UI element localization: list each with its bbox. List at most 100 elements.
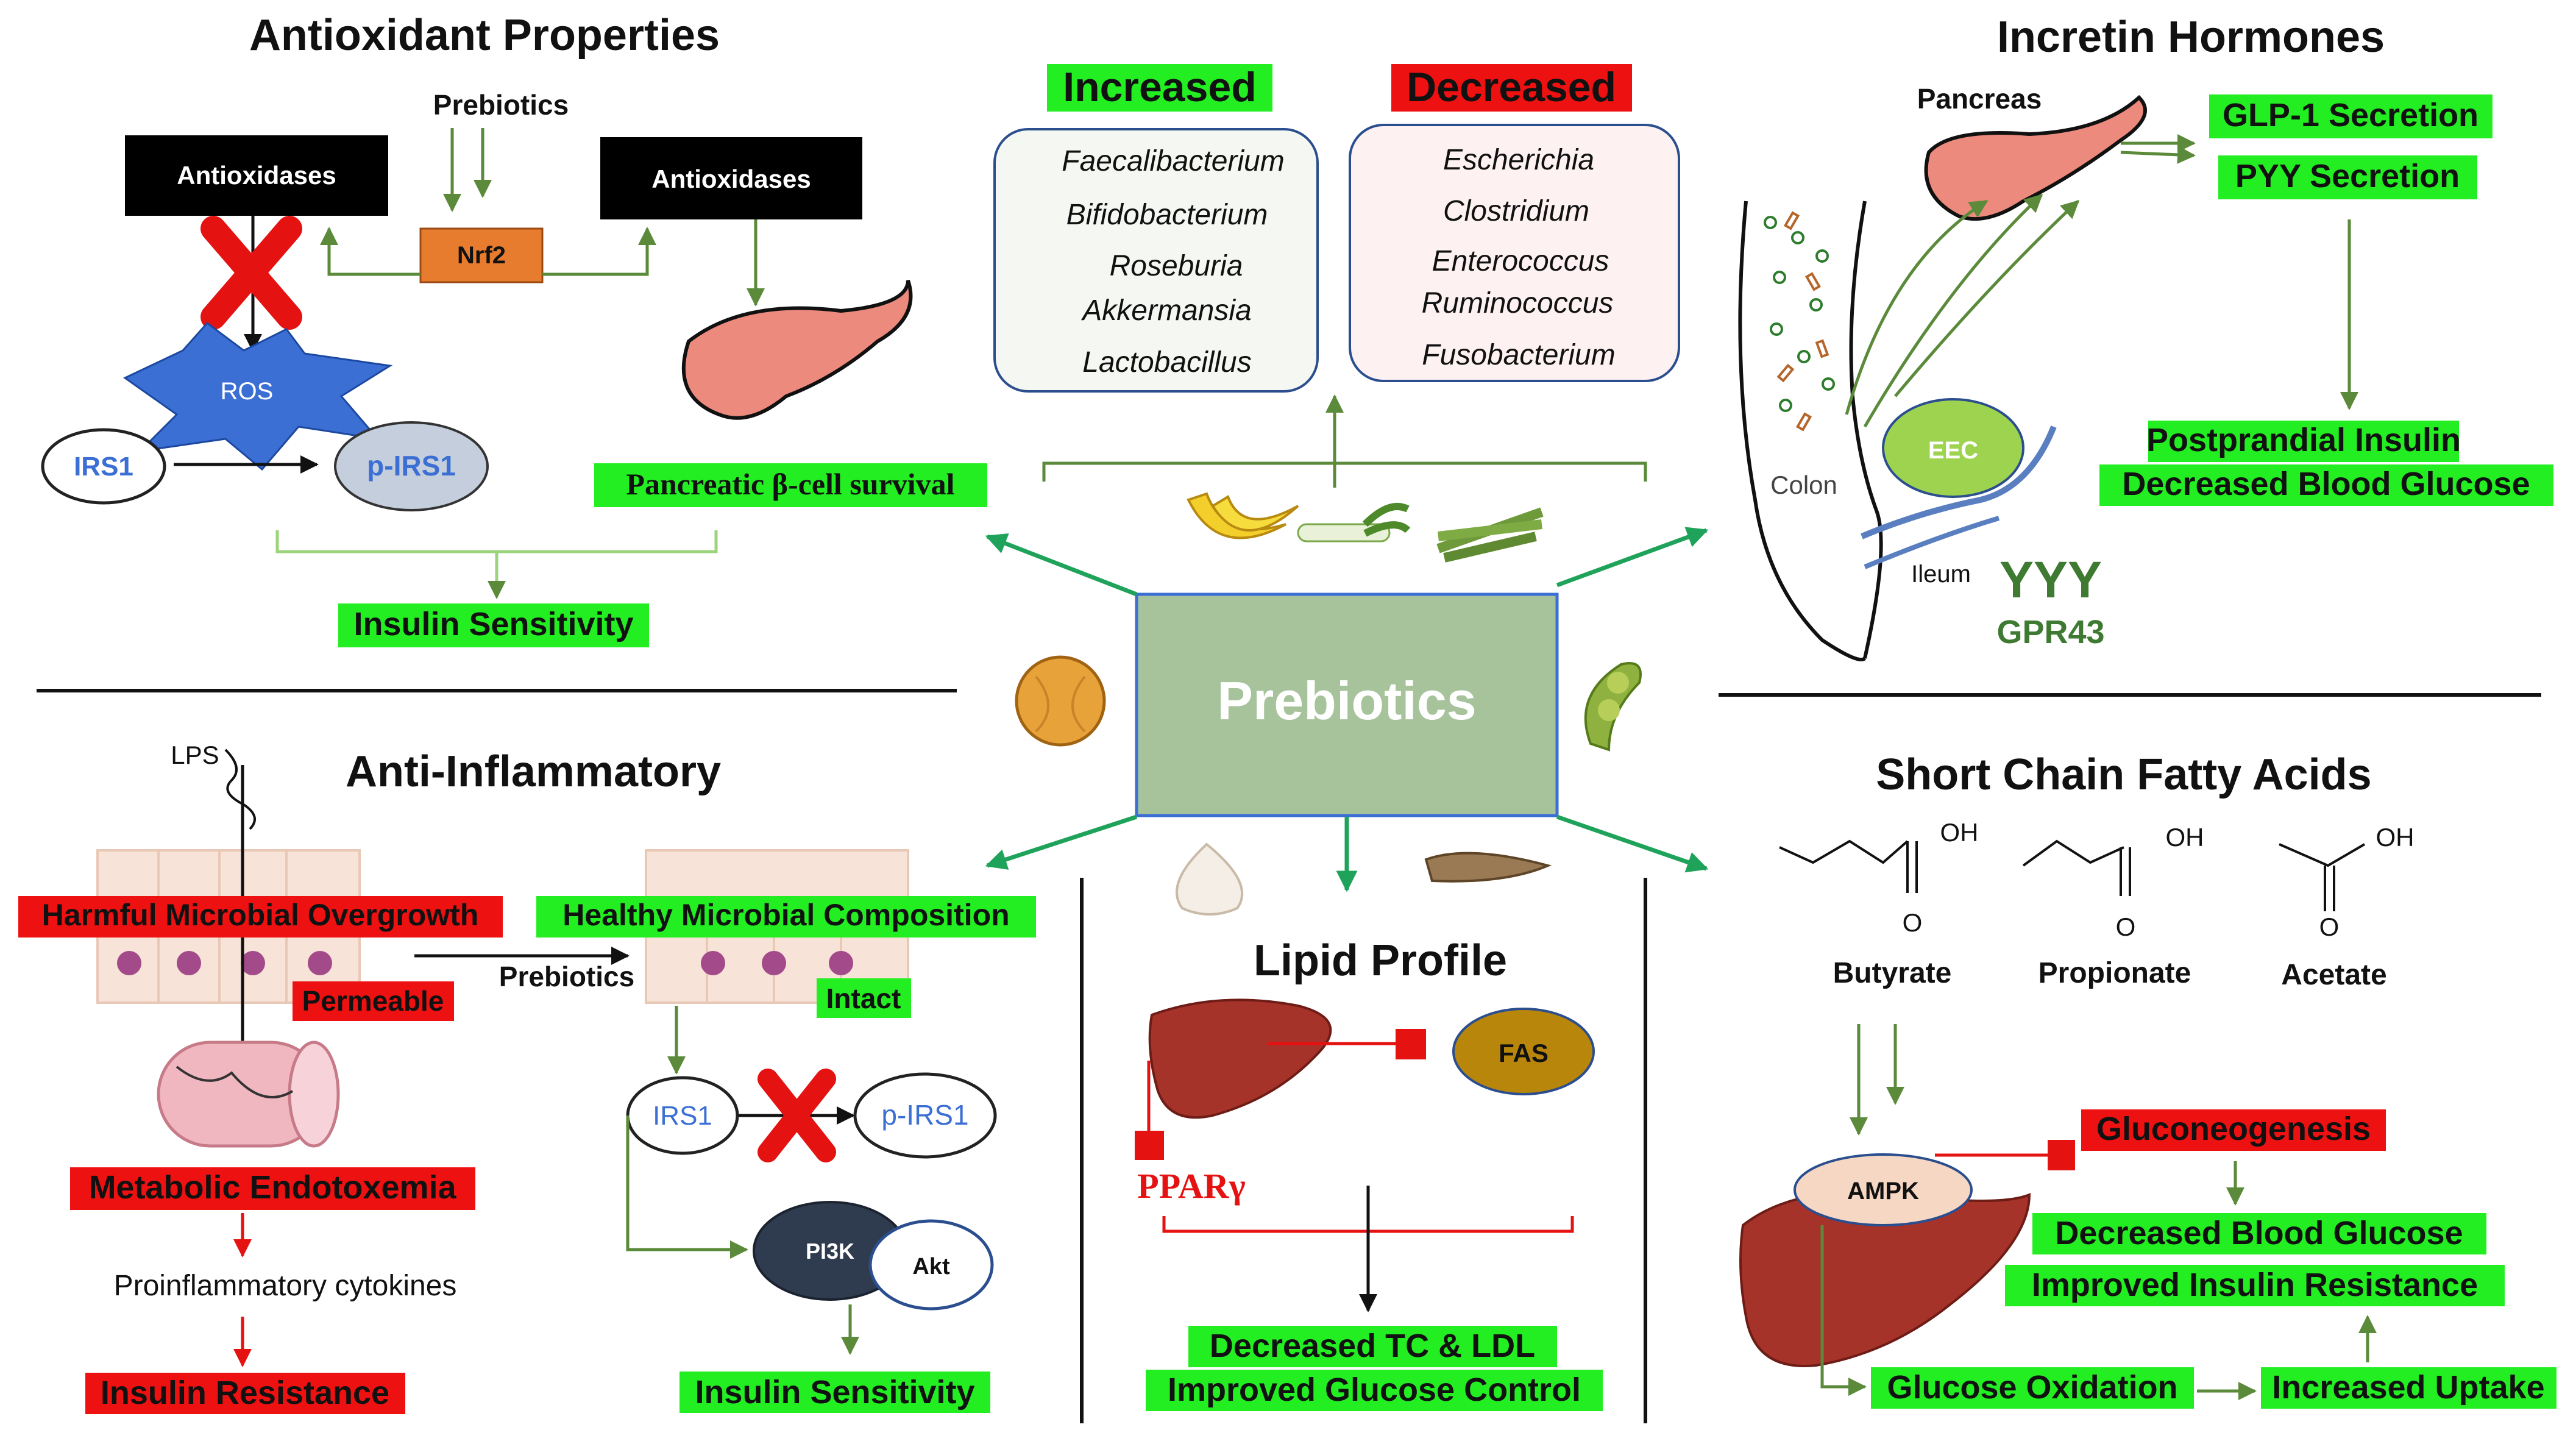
prebiotics-transition-label: Prebiotics xyxy=(499,961,634,992)
irs1-ellipse xyxy=(41,428,166,505)
insulin-sensitivity-top-box xyxy=(338,603,649,647)
pancreas-icon xyxy=(681,280,913,420)
insulin-sensitivity-bottom: Insulin Sensitivity xyxy=(695,1374,974,1411)
pi3k-label: PI3K xyxy=(806,1239,854,1264)
irs1-label: IRS1 xyxy=(74,452,133,482)
arrow-to-scfa xyxy=(1556,814,1709,873)
hub-box xyxy=(1135,592,1559,817)
x-mark-icon xyxy=(200,216,302,330)
acetate-label: Acetate xyxy=(2281,959,2386,991)
increased-item-2: Bifidobacterium xyxy=(1066,199,1268,231)
decreased-box xyxy=(1349,124,1680,382)
insulin-sensitivity-top: Insulin Sensitivity xyxy=(353,606,633,642)
incretin-title: Incretin Hormones xyxy=(1997,13,2385,62)
propionate-o: O xyxy=(2116,913,2136,941)
decreased-item-5: Fusobacterium xyxy=(1422,339,1615,371)
decreased-title-box xyxy=(1391,64,1632,112)
butyrate-structure xyxy=(1779,839,1918,893)
glucose-control-label: Improved Glucose Control xyxy=(1168,1372,1581,1408)
decreased-glucose-incretin-label: Decreased Blood Glucose xyxy=(2122,466,2530,502)
increased-title-box xyxy=(1047,64,1272,112)
lps-label: LPS xyxy=(171,741,219,769)
leek-icon xyxy=(1297,502,1411,543)
food-icons xyxy=(1015,492,1642,916)
liver-lipid-icon xyxy=(1148,998,1332,1119)
decreased-item-3: Enterococcus xyxy=(1432,245,1609,277)
increased-box xyxy=(993,128,1319,393)
butyrate-oh: OH xyxy=(1940,818,1979,847)
fas-ellipse xyxy=(1452,1008,1595,1095)
arrow-to-incretin xyxy=(1556,527,1709,588)
chicory-root-icon xyxy=(1424,852,1552,883)
pancreas-label: Pancreas xyxy=(1917,83,2042,115)
antioxidant-prebiotics: Prebiotics xyxy=(433,89,569,121)
blood-vessel-icon xyxy=(157,1041,340,1148)
ampk-label: AMPK xyxy=(1847,1178,1919,1204)
x-mark-inflam-icon xyxy=(758,1069,836,1162)
pyy-label: PYY Secretion xyxy=(2235,158,2460,194)
scfa-section: Short Chain Fatty Acids OH O OH O OH O B… xyxy=(1739,750,2556,1409)
glucose-oxidation-box xyxy=(1871,1367,2194,1409)
nrf2-box xyxy=(419,227,544,283)
insulin-sensitivity-bottom-box xyxy=(679,1372,990,1413)
asparagus-icon xyxy=(1436,507,1544,563)
intact-box xyxy=(817,978,911,1018)
lipid-section: Lipid Profile FAS PPARγ Decreased TC & L… xyxy=(1135,936,1603,1411)
harmful-label: Harmful Microbial Overgrowth xyxy=(42,898,479,932)
cytokines-label: Proinflammatory cytokines xyxy=(114,1270,457,1302)
antiinflammatory-section: Anti-Inflammatory LPS Harmful Microbial … xyxy=(18,741,1036,1414)
glucose-oxidation-label: Glucose Oxidation xyxy=(1887,1369,2177,1406)
glp1-box xyxy=(2209,94,2493,138)
microbiota-section: Increased Decreased Faecalibacterium Bif… xyxy=(993,64,1680,488)
eec-ellipse xyxy=(1882,398,2024,498)
permeable-box xyxy=(293,981,454,1021)
healthy-box xyxy=(536,896,1036,938)
pirs1-inflam-label: p-IRS1 xyxy=(881,1099,968,1131)
eec-label: EEC xyxy=(1928,437,1978,464)
butyrate-label: Butyrate xyxy=(1833,957,1952,989)
insulin-resistance-label: Insulin Resistance xyxy=(101,1375,389,1411)
ileum-label: Ileum xyxy=(1911,561,1971,588)
decreased-item-4: Ruminococcus xyxy=(1422,287,1614,319)
pirs1-inflam-ellipse xyxy=(853,1072,997,1159)
increased-uptake-label: Increased Uptake xyxy=(2272,1369,2544,1406)
increased-uptake-box xyxy=(2261,1367,2556,1409)
improved-resistance-label: Improved Insulin Resistance xyxy=(2032,1267,2478,1303)
acetate-o: O xyxy=(2319,913,2340,941)
antioxidant-section: Antioxidant Properties Prebiotics Antiox… xyxy=(41,11,987,647)
hub-arrows xyxy=(985,527,1709,892)
arrow-to-antioxidant xyxy=(985,533,1138,597)
nrf2-label: Nrf2 xyxy=(457,242,506,269)
beta-cell-label: Pancreatic β-cell survival xyxy=(626,467,954,501)
colon-icon xyxy=(1738,201,1883,661)
decreased-item-2: Clostridium xyxy=(1443,195,1589,227)
decreased-glucose-scfa-label: Decreased Blood Glucose xyxy=(2055,1215,2463,1251)
acetate-structure xyxy=(2279,843,2366,911)
healthy-label: Healthy Microbial Composition xyxy=(562,898,1009,932)
ampk-ellipse xyxy=(1794,1153,1973,1226)
fas-label: FAS xyxy=(1499,1039,1549,1067)
insulin-resistance-box xyxy=(85,1373,405,1414)
increased-item-4: Akkermansia xyxy=(1080,294,1251,327)
onion-icon xyxy=(1015,655,1106,747)
endotoxemia-label: Metabolic Endotoxemia xyxy=(88,1169,456,1206)
increased-title: Increased xyxy=(1063,64,1257,110)
yyy-label: YYY xyxy=(1999,551,2102,608)
endotoxemia-box xyxy=(70,1167,475,1210)
pirs1-ellipse xyxy=(334,421,489,511)
propionate-structure xyxy=(2022,839,2131,896)
acetate-oh: OH xyxy=(2376,823,2415,852)
increased-item-3: Roseburia xyxy=(1110,250,1243,282)
lipid-title: Lipid Profile xyxy=(1254,936,1507,985)
propionate-oh: OH xyxy=(2166,823,2204,852)
postprandial-box xyxy=(2148,421,2459,462)
glp1-label: GLP-1 Secretion xyxy=(2223,97,2478,133)
gluconeogenesis-label: Gluconeogenesis xyxy=(2096,1111,2371,1147)
antiinflammatory-title: Anti-Inflammatory xyxy=(346,747,721,796)
hub-label: Prebiotics xyxy=(1217,671,1476,731)
propionate-label: Propionate xyxy=(2038,957,2191,989)
soybean-icon xyxy=(1584,662,1642,752)
garlic-icon xyxy=(1176,842,1244,916)
pancreas-incretin-icon xyxy=(1924,94,2147,221)
decreased-glucose-incretin-box xyxy=(2099,464,2553,506)
